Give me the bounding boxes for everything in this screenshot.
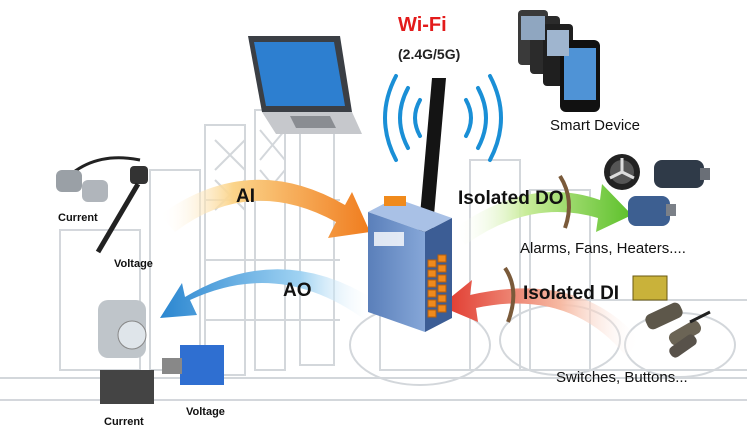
ai-voltage-caption: Voltage — [114, 258, 153, 270]
ai-current-caption: Current — [58, 212, 98, 224]
ao-current-caption: Current — [104, 416, 144, 428]
antenna — [418, 78, 446, 238]
isolated-do-label: Isolated DO — [458, 188, 564, 209]
do-outputs-caption: Alarms, Fans, Heaters.... — [520, 240, 686, 257]
ai-arrow — [160, 179, 370, 238]
do-arrow — [455, 184, 632, 245]
smart-device-label: Smart Device — [550, 117, 641, 134]
motor-icon — [628, 160, 710, 226]
di-arrow — [440, 280, 640, 356]
ai-label: AI — [236, 186, 255, 207]
factory-background — [0, 40, 747, 401]
do-arrow-ring — [558, 174, 571, 229]
fan-icon — [604, 154, 640, 190]
ao-arrow — [160, 269, 375, 320]
wifi-band-label: (2.4G/5G) — [398, 46, 461, 62]
di-arrow-ring — [503, 266, 516, 323]
wifi-io-module — [368, 196, 452, 332]
transmitter-icons — [98, 300, 224, 404]
ao-label: AO — [283, 280, 312, 301]
sensor-icons — [632, 275, 711, 358]
isolated-di-label: Isolated DI — [523, 283, 620, 304]
wifi-label: Wi-Fi — [398, 14, 447, 36]
smartphones-icon — [518, 10, 600, 112]
di-inputs-caption: Switches, Buttons... — [556, 369, 688, 386]
pressure-sensor-icons — [56, 156, 148, 254]
ao-voltage-caption: Voltage — [186, 406, 225, 418]
laptop-icon — [248, 36, 362, 134]
wifi-waves-icon — [383, 74, 503, 162]
